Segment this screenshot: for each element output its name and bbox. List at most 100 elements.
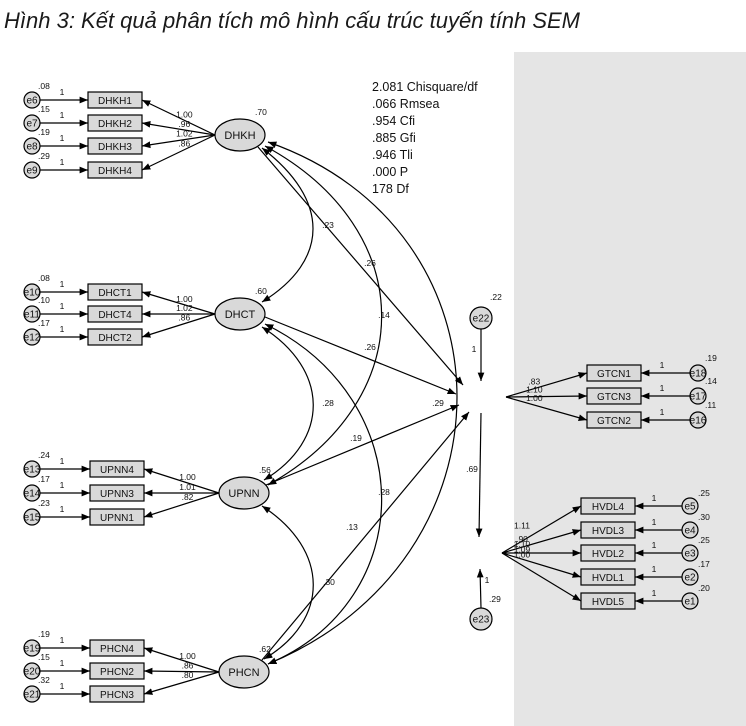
latent-ellipse xyxy=(218,476,270,510)
error-variance: .23 xyxy=(38,498,50,508)
error-label: e5 xyxy=(684,502,696,513)
latent-ellipse xyxy=(214,297,266,331)
error-path-label: 1 xyxy=(652,588,657,598)
indicator-box xyxy=(586,387,642,405)
indicator-label: DHCT4 xyxy=(98,310,132,321)
loading-arrow xyxy=(143,492,220,518)
indicator-phcn2: PHCN2 xyxy=(89,662,145,680)
indicator-label: HVDL3 xyxy=(592,526,625,537)
figure-title: Hình 3: Kết quả phân tích mô hình cấu tr… xyxy=(4,8,581,33)
error-path-label: 1 xyxy=(60,157,65,167)
error-circle xyxy=(23,460,41,478)
indicator-dhkh1: DHKH1 xyxy=(87,91,143,109)
error-e10: e10 xyxy=(23,283,41,301)
fit-stat: .885 Gfi xyxy=(372,131,416,145)
indicator-label: UPNN1 xyxy=(100,513,134,524)
indicator-phcn3: PHCN3 xyxy=(89,685,145,703)
error-label: e4 xyxy=(684,526,696,537)
path-dhct-gtcn xyxy=(264,316,457,395)
latent-variance: .60 xyxy=(255,286,267,296)
error-circle xyxy=(23,484,41,502)
error-e15: e15 xyxy=(23,508,41,526)
loading-arrow xyxy=(143,468,220,494)
error-e18: e18 xyxy=(689,364,707,382)
indicator-dhkh3: DHKH3 xyxy=(87,137,143,155)
error-label: e15 xyxy=(24,513,41,524)
path-dhkh-gtcn xyxy=(257,146,464,386)
error-path-label: 1 xyxy=(60,456,65,466)
indicator-box xyxy=(87,137,143,155)
error-circle xyxy=(689,387,707,405)
error-path-label: 1 xyxy=(660,360,665,370)
error-e21: e21 xyxy=(23,685,41,703)
error-path-label: 1 xyxy=(60,504,65,514)
error-circle xyxy=(681,497,699,515)
latent-variance: .62 xyxy=(259,644,271,654)
error-circle xyxy=(681,568,699,586)
error-variance: .14 xyxy=(705,376,717,386)
error-path-label: 1 xyxy=(652,564,657,574)
loading-value: 1.11 xyxy=(514,521,530,531)
error-circle xyxy=(681,544,699,562)
cov-dhkh-phcn xyxy=(267,141,458,665)
error-circle xyxy=(23,685,41,703)
covariance-value: .23 xyxy=(322,220,334,230)
indicator-box xyxy=(89,662,145,680)
error-variance: .15 xyxy=(38,652,50,662)
error-label: e19 xyxy=(24,644,41,655)
error-label: e23 xyxy=(473,615,490,626)
covariance-value: .28 xyxy=(322,398,334,408)
latent-phcn: PHCN xyxy=(218,655,270,689)
indicator-label: UPNN3 xyxy=(100,489,134,500)
latent-label: DHCT xyxy=(225,309,256,321)
error-label: e14 xyxy=(24,489,41,500)
error-label: e18 xyxy=(690,369,707,380)
error-e11: e11 xyxy=(23,305,41,323)
indicator-box xyxy=(87,283,143,301)
cov-dhkh-dhct xyxy=(261,147,314,303)
fit-stat: 2.081 Chisquare/df xyxy=(372,80,478,94)
indicator-box xyxy=(89,508,145,526)
error-variance: .15 xyxy=(38,104,50,114)
indicator-label: HVDL2 xyxy=(592,549,625,560)
loading-value: .82 xyxy=(182,492,194,502)
indicator-dhct1: DHCT1 xyxy=(87,283,143,301)
disturbance-path-label: 1 xyxy=(485,575,490,585)
path-value: .28 xyxy=(378,487,390,497)
loading-value: .83 xyxy=(528,377,540,387)
indicator-label: DHKH4 xyxy=(98,166,132,177)
indicator-box xyxy=(87,328,143,346)
error-variance: .17 xyxy=(38,474,50,484)
fit-stat: .066 Rmsea xyxy=(372,97,439,111)
error-label: e12 xyxy=(24,333,41,344)
indicator-box xyxy=(87,114,143,132)
indicator-box xyxy=(89,639,145,657)
error-label: e2 xyxy=(684,573,696,584)
error-variance: .24 xyxy=(38,450,50,460)
covariance-value: .14 xyxy=(378,310,390,320)
error-path-label: 1 xyxy=(660,407,665,417)
error-label: e11 xyxy=(24,310,40,321)
error-circle xyxy=(23,161,41,179)
cov-dhct-upnn xyxy=(261,326,314,481)
error-path-label: 1 xyxy=(60,110,65,120)
indicator-gtcn3: GTCN3 xyxy=(586,387,642,405)
error-path-label: 1 xyxy=(60,681,65,691)
fit-stat: .000 P xyxy=(372,165,408,179)
loading-value: 1.00 xyxy=(179,472,196,482)
latent-dhct: DHCT xyxy=(214,297,266,331)
error-circle xyxy=(689,364,707,382)
error-variance: .19 xyxy=(38,127,50,137)
indicator-upnn1: UPNN1 xyxy=(89,508,145,526)
indicator-hvdl1: HVDL1 xyxy=(580,568,636,586)
loading-value: 1.02 xyxy=(176,129,193,139)
indicator-box xyxy=(580,544,636,562)
indicator-box xyxy=(586,364,642,382)
error-path-label: 1 xyxy=(652,493,657,503)
cov-upnn-phcn xyxy=(261,505,314,660)
latent-ellipse xyxy=(218,655,270,689)
latent-variance: .70 xyxy=(255,107,267,117)
indicator-label: HVDL5 xyxy=(592,597,625,608)
indicator-upnn3: UPNN3 xyxy=(89,484,145,502)
